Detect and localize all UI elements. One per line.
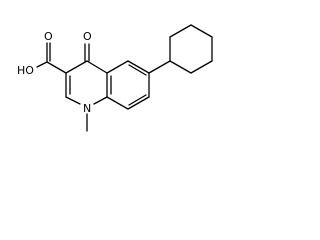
bond-cy2-cy3 bbox=[169, 24, 192, 38]
bond-c4a-c5 bbox=[106, 60, 129, 74]
bond-c5-c6-double bbox=[128, 64, 147, 76]
bond-c3-c4 bbox=[65, 60, 88, 74]
bond-cy3-cy4 bbox=[190, 24, 213, 38]
bond-c7-c8 bbox=[127, 96, 150, 110]
benzene-ring bbox=[106, 60, 150, 110]
bond-c7-c8-double bbox=[128, 94, 147, 106]
bond-c8a-n bbox=[93, 96, 108, 105]
bond-cooh-c-ring bbox=[46, 61, 67, 74]
carboxylic-acid-group bbox=[36, 42, 67, 74]
ketone-oxygen-label: O bbox=[83, 30, 92, 43]
molecule-structure: HO O O N bbox=[17, 24, 213, 132]
bond-c5-c6 bbox=[127, 60, 150, 74]
bond-cy5-cy6 bbox=[190, 60, 213, 74]
pyridinone-ring bbox=[65, 43, 108, 132]
bond-c6-cyclohexyl bbox=[148, 60, 171, 74]
nitrogen-label: N bbox=[83, 102, 91, 115]
bond-cooh-c-oh bbox=[36, 61, 48, 68]
bond-c8-c8a bbox=[106, 96, 129, 110]
bond-n-c2 bbox=[65, 96, 81, 105]
carboxyl-oxygen-label: O bbox=[44, 30, 53, 43]
hydroxyl-label: HO bbox=[17, 64, 34, 77]
bond-cy6-cy1 bbox=[169, 60, 192, 74]
bond-c4-c4a bbox=[86, 60, 108, 74]
cyclohexyl-ring bbox=[148, 24, 213, 74]
